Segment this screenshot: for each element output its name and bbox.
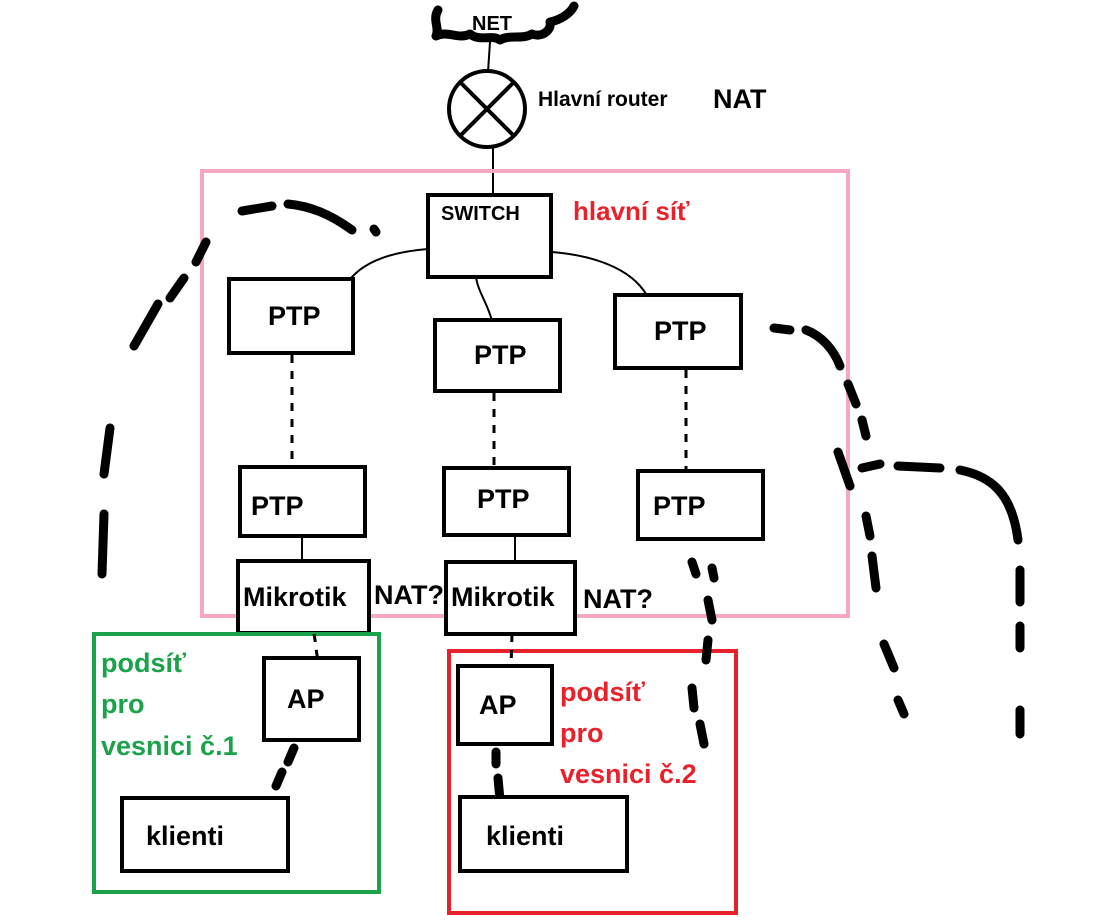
main-network-label: hlavní síť — [573, 196, 690, 226]
ptp-upper-left-box — [227, 277, 355, 355]
clients-2-label: klienti — [486, 821, 564, 851]
mikrotik-to-ap-1-line — [312, 633, 320, 661]
ptp-lower-center-box — [442, 466, 571, 537]
ap-1-label: AP — [287, 684, 325, 714]
ap-2-box — [456, 664, 554, 746]
main-router-nat-label: NAT — [713, 84, 767, 114]
mikrotik-left-label: Mikrotik — [243, 582, 348, 612]
clients-2-box — [458, 795, 629, 873]
ptp-upper-left-label: PTP — [268, 301, 321, 331]
ptp-lower-center-label: PTP — [477, 484, 530, 514]
mikrotik-to-ap-2-line — [509, 633, 514, 669]
switch-to-ptp-center-line — [475, 276, 493, 322]
subnet-2-label-line-3: vesnici č.2 — [560, 759, 697, 789]
ptp-upper-right-box — [613, 293, 743, 370]
ptp-lower-left-label: PTP — [251, 491, 304, 521]
mikrotik-center-nat-label: NAT? — [583, 584, 653, 614]
ptp-lower-left-box — [238, 465, 367, 538]
internet-label: NET — [472, 13, 512, 35]
switch-to-ptp-left-line — [345, 248, 429, 286]
net-to-router-line — [487, 41, 491, 73]
subnet-1-label-line-1: podsíť — [101, 648, 186, 678]
switch-box — [426, 193, 553, 279]
subnet-2-label-line-1: podsíť — [560, 677, 645, 707]
internet-cloud: NET — [431, 1, 579, 45]
subnet-2-label-line-2: pro — [560, 718, 604, 748]
main-router — [447, 69, 527, 149]
main-router-label: Hlavní router — [538, 88, 668, 111]
ap-1-box — [262, 656, 361, 742]
ptp-upper-center-label: PTP — [474, 340, 527, 370]
hand-drawn-dashed-links — [97, 199, 1025, 749]
ap-2-to-clients-link — [491, 747, 505, 805]
subnet-1-border — [92, 632, 381, 894]
clients-1-box — [120, 796, 290, 873]
clients-1-label: klienti — [146, 821, 224, 851]
ptp-lower-right-box — [636, 469, 765, 541]
ap-2-label: AP — [479, 690, 517, 720]
subnet-1-label-line-2: pro — [101, 689, 145, 719]
mikrotik-center-box — [444, 560, 577, 636]
subnet-2-border — [447, 649, 738, 915]
ptp-upper-center-box — [433, 318, 562, 393]
ptp-upper-right-label: PTP — [654, 316, 707, 346]
ptp-lower-right-label: PTP — [653, 491, 706, 521]
subnet-1-label-line-3: vesnici č.1 — [101, 731, 238, 761]
ap-1-to-clients-link — [271, 743, 299, 791]
switch-to-ptp-right-line — [551, 251, 651, 303]
switch-label: SWITCH — [441, 203, 520, 225]
mikrotik-left-nat-label: NAT? — [374, 580, 444, 610]
mikrotik-center-label: Mikrotik — [451, 582, 556, 612]
